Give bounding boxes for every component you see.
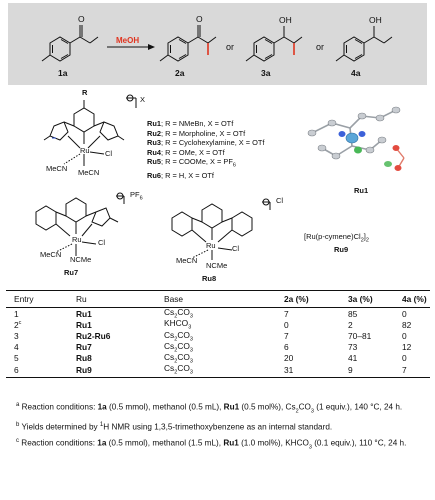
header-entry: Entry (14, 294, 34, 304)
table-row: 2c Ru1 KHCO3 0 2 82 (14, 318, 412, 332)
compound-3a-structure (245, 26, 303, 62)
header-2a: 2a (%) (284, 294, 309, 304)
oxygen-label-2a: O (196, 14, 203, 24)
r-item-ru5: Ru5; R = COOMe, X = PF6 (147, 157, 236, 169)
reagent-label: MeOH (116, 36, 140, 45)
cl-label-pincer: Cl (105, 149, 113, 158)
hydroxyl-label-4a: OH (369, 15, 382, 25)
counterion-label: X (140, 95, 146, 104)
cl-anion-label: Cl (276, 196, 284, 205)
footnote-b: b Yields determined by 1H NMR using 1,3,… (16, 422, 333, 433)
table-row: 1 Ru1 Cs2CO3 7 85 0 (14, 307, 407, 320)
r-item-ru1: Ru1; R = NMeBn, X = OTf (147, 119, 234, 128)
footnote-c: c Reaction conditions: 1a (0.5 mmol), me… (16, 438, 407, 451)
or-word-2: or (316, 42, 325, 52)
oxygen-label-1a: O (78, 14, 85, 24)
reaction-arrow (107, 44, 155, 50)
table-top-rule (6, 290, 430, 291)
ru9-formula: [Ru(p-cymene)Cl2]2 (304, 232, 369, 244)
footnote-a: a Reaction conditions: 1a (0.5 mmol), me… (16, 402, 403, 415)
r-item-ru6: Ru6; R = H, X = OTf (147, 171, 214, 181)
table-bottom-rule (6, 377, 430, 379)
compound-label-1a: 1a (58, 68, 68, 78)
ru-label-pincer: Ru (80, 146, 90, 155)
or-word-1: or (226, 42, 235, 52)
cl-label-ru7: Cl (98, 238, 106, 247)
table-row: 6 Ru9 Cs2CO3 31 9 7 (14, 363, 407, 376)
mecn-label-pincer-1: MeCN (46, 164, 68, 173)
compound-1a-structure (41, 25, 99, 62)
mecn-label-pincer-2: MeCN (78, 168, 100, 177)
ncme-label-ru7: NCMe (70, 255, 92, 264)
pincer-complex-structure (43, 94, 137, 166)
table-mid-rule (6, 307, 430, 308)
compound-label-4a: 4a (351, 68, 361, 78)
ru9-label: Ru9 (334, 245, 349, 254)
table-header-row: Entry Ru Base 2a (%) 3a (%) 4a (%) (6, 291, 430, 307)
compound-2a-structure (159, 25, 217, 62)
table-row: 3 Ru2-Ru6 Cs2CO3 7 70–81 0 (14, 329, 407, 343)
results-table: Entry Ru Base 2a (%) 3a (%) 4a (%) 1 Ru1… (6, 290, 430, 379)
compound-4a-structure (335, 26, 393, 62)
complex-substituent-list: Ru1; R = NMeBn, X = OTf Ru2; R = Morphol… (147, 119, 264, 181)
table-row: 5 Ru8 Cs2CO3 20 41 0 (14, 352, 407, 365)
ru8-label: Ru8 (202, 274, 217, 283)
header-3a: 3a (%) (348, 294, 373, 304)
compound-label-2a: 2a (175, 68, 185, 78)
ru-label-ru8: Ru (206, 241, 216, 250)
cl-label-ru8: Cl (232, 244, 240, 253)
mecn-label-ru7: MeCN (40, 250, 62, 259)
substituent-label: R (82, 88, 88, 97)
ru7-structure (35, 192, 125, 256)
ru7-label: Ru7 (64, 268, 79, 277)
header-4a: 4a (%) (402, 294, 427, 304)
hydroxyl-label-3a: OH (279, 15, 292, 25)
reaction-scheme: O O OH OH MeOH 1a 2a 3a 4a or or (8, 3, 427, 85)
r-item-ru2: Ru2; R = Morpholine, X = OTf (147, 128, 246, 138)
crystal-structure-label: Ru1 (354, 186, 369, 195)
crystal-structure-image (307, 106, 405, 171)
ru8-structure (171, 198, 271, 260)
ncme-label-ru8: NCMe (206, 261, 228, 270)
r-item-ru4: Ru4; R = OMe, X = OTf (147, 147, 225, 157)
pf6-anion-label: PF6 (130, 190, 143, 202)
scheme-structures (41, 25, 393, 62)
r-item-ru3: Ru3; R = Cyclohexylamine, X = OTf (147, 138, 265, 148)
header-base: Base (164, 294, 184, 304)
ru-label-ru7: Ru (72, 235, 82, 244)
mecn-label-ru8: MeCN (176, 256, 198, 265)
table-footnotes: a Reaction conditions: 1a (0.5 mmol), me… (6, 400, 430, 456)
header-ru: Ru (76, 294, 87, 304)
compound-label-3a: 3a (261, 68, 271, 78)
table-row: 4 Ru7 Cs2CO3 6 73 12 (14, 340, 412, 354)
